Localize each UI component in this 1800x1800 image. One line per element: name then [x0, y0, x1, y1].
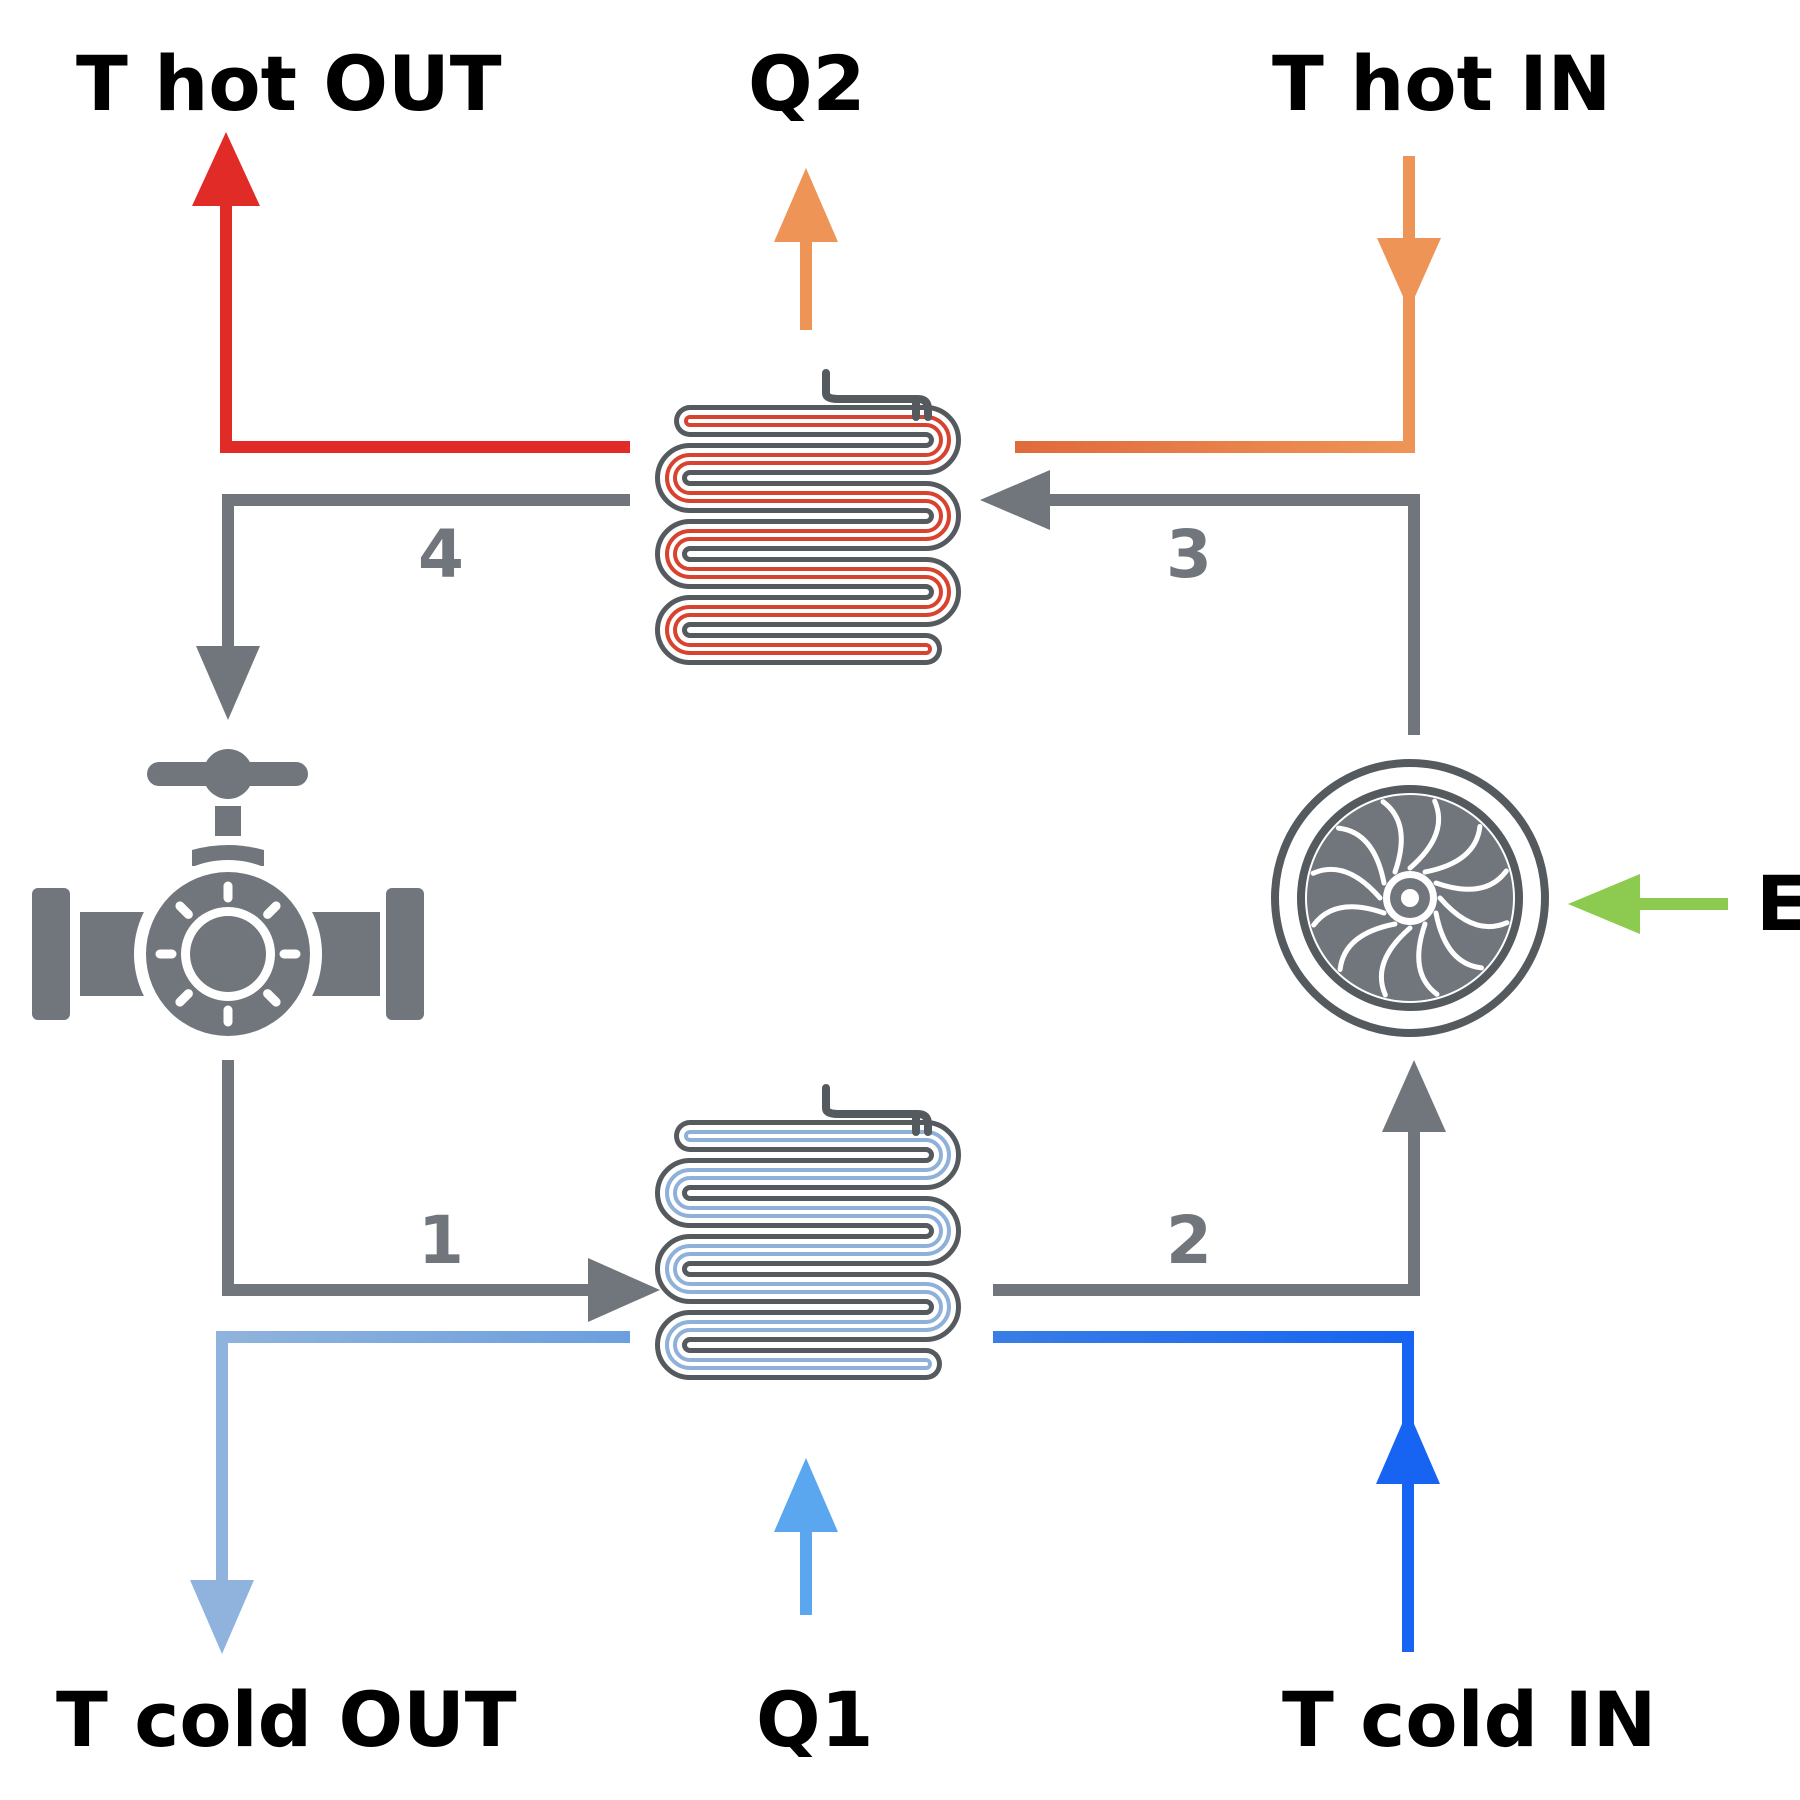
- state-number-1: 1: [418, 1202, 464, 1279]
- compressor-fan-icon: [1271, 759, 1549, 1037]
- expansion-valve-icon: [32, 749, 424, 1048]
- q2-arrow: [774, 168, 838, 330]
- q1-label: Q1: [756, 1675, 874, 1764]
- q1-arrow: [774, 1458, 838, 1615]
- refrigerant-line-2: [993, 1060, 1446, 1296]
- t-hot-in-line: [1015, 156, 1441, 453]
- state-number-3: 3: [1166, 516, 1212, 593]
- t-cold-in-label: T cold IN: [1282, 1675, 1657, 1764]
- e-label: E: [1756, 859, 1800, 948]
- t-cold-in-line: [993, 1331, 1440, 1652]
- t-cold-out-label: T cold OUT: [56, 1675, 517, 1764]
- t-hot-in-label: T hot IN: [1272, 39, 1612, 128]
- q2-label: Q2: [748, 39, 866, 128]
- refrigerant-line-4: [196, 494, 630, 720]
- refrigerant-line-1: [222, 1060, 660, 1322]
- state-number-4: 4: [418, 516, 464, 593]
- condenser-coil-icon: [655, 369, 961, 665]
- refrigerant-line-3: [980, 470, 1420, 735]
- energy-arrow: [1568, 874, 1728, 934]
- t-hot-out-label: T hot OUT: [76, 39, 502, 128]
- evaporator-coil-icon: [655, 1084, 961, 1380]
- t-hot-out-line: [192, 132, 630, 453]
- state-number-2: 2: [1166, 1202, 1212, 1279]
- t-cold-out-line: [190, 1331, 630, 1654]
